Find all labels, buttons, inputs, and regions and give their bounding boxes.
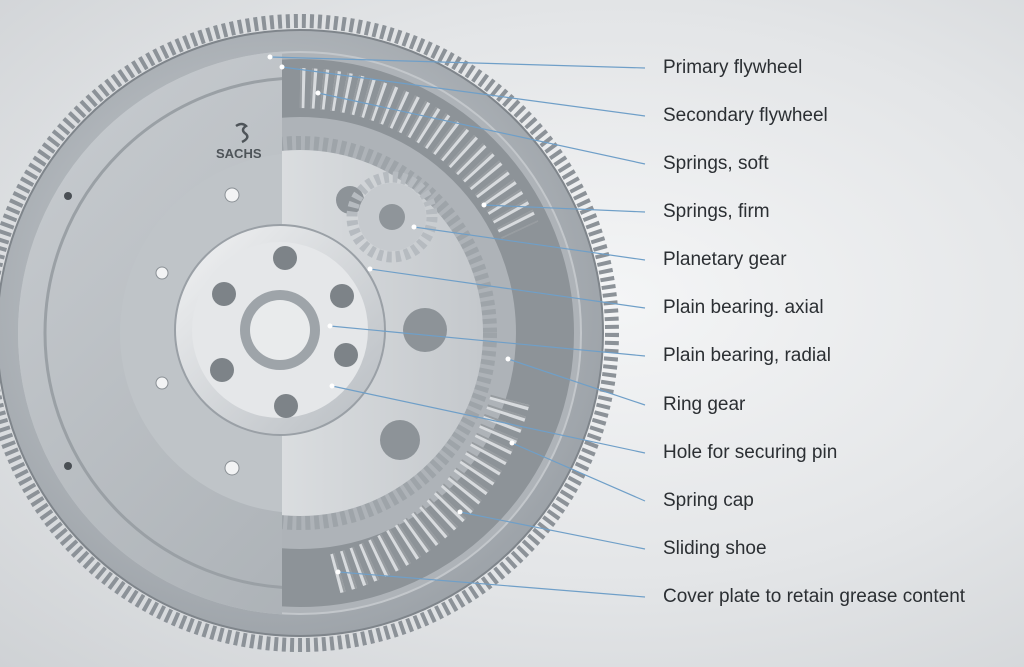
sachs-logo: SACHS	[216, 122, 262, 161]
anchor-dot-springs-firm	[481, 202, 487, 208]
svg-text:SACHS: SACHS	[216, 146, 262, 161]
label-springs-firm: Springs, firm	[663, 201, 770, 222]
ring-gear-teeth	[0, 14, 619, 652]
leader-line-planetary-gear	[413, 226, 646, 261]
hub	[174, 224, 386, 436]
internal-gear-teeth	[280, 136, 497, 530]
label-secondary-flywheel: Secondary flywheel	[663, 105, 828, 126]
spring-coil-upper	[299, 68, 539, 239]
label-cover-plate: Cover plate to retain grease content	[663, 586, 966, 607]
label-plain-bearing-axial: Plain bearing. axial	[663, 297, 824, 318]
leader-line-hole-securing-pin	[331, 385, 646, 454]
spring-coil-lower	[325, 394, 530, 595]
anchor-dot-springs-soft	[315, 90, 321, 96]
leader-line-primary-flywheel	[269, 56, 646, 69]
anchor-dot-hole-securing-pin	[329, 383, 335, 389]
label-planetary-gear: Planetary gear	[663, 249, 787, 270]
leader-line-sliding-shoe	[459, 511, 646, 550]
label-primary-flywheel: Primary flywheel	[663, 57, 803, 78]
label-spring-cap: Spring cap	[663, 490, 754, 511]
leader-line-springs-soft	[317, 92, 646, 165]
anchor-dot-primary-flywheel	[267, 54, 273, 60]
label-plain-bearing-radial: Plain bearing, radial	[663, 345, 831, 366]
label-hole-securing-pin: Hole for securing pin	[663, 442, 838, 463]
anchor-dot-ring-gear	[505, 356, 511, 362]
leader-line-spring-cap	[511, 442, 646, 502]
anchor-dot-plain-bearing-radial	[327, 323, 333, 329]
leader-line-plain-bearing-axial	[369, 268, 646, 309]
anchor-dot-cover-plate	[335, 569, 341, 575]
label-springs-soft: Springs, soft	[663, 153, 769, 174]
label-ring-gear: Ring gear	[663, 394, 746, 415]
anchor-dot-plain-bearing-axial	[367, 266, 373, 272]
leader-line-plain-bearing-radial	[329, 325, 646, 357]
anchor-dot-secondary-flywheel	[279, 64, 285, 70]
leader-lines	[267, 54, 646, 598]
anchor-dot-sliding-shoe	[457, 509, 463, 515]
leader-line-springs-firm	[483, 204, 646, 213]
anchor-dot-spring-cap	[509, 440, 515, 446]
label-sliding-shoe: Sliding shoe	[663, 538, 767, 559]
anchor-dot-planetary-gear	[411, 224, 417, 230]
leader-line-cover-plate	[337, 571, 646, 598]
leader-line-ring-gear	[507, 358, 646, 406]
planetary-gear-part	[346, 171, 438, 263]
leader-line-secondary-flywheel	[281, 66, 646, 117]
